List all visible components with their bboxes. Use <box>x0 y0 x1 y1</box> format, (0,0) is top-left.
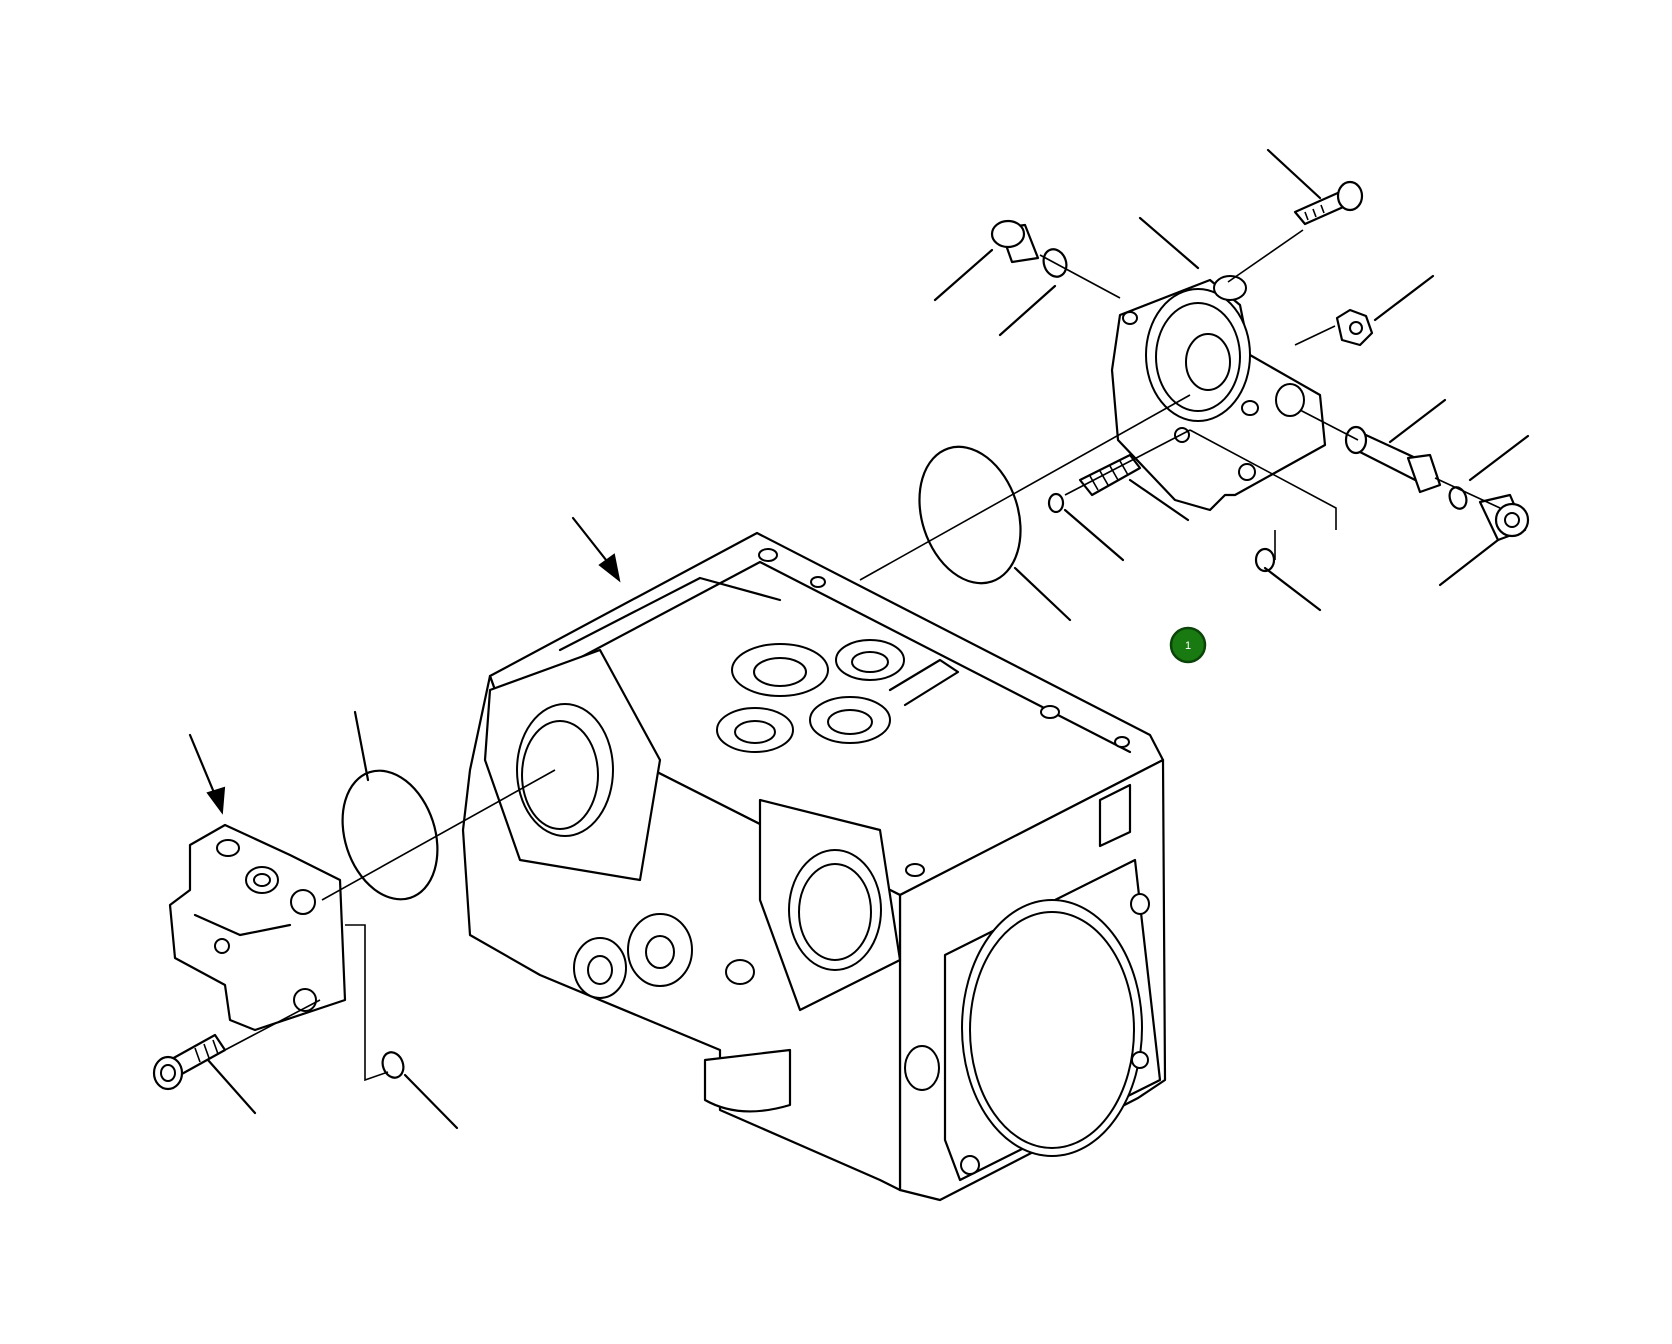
top-port-cluster <box>716 639 960 753</box>
arrows <box>188 516 621 815</box>
callout-marker-1[interactable]: 1 <box>1169 626 1207 664</box>
leader-lines <box>206 148 1530 1130</box>
callout-label: 1 <box>1185 640 1191 652</box>
arrow-head-left <box>206 786 226 815</box>
assembly-lines <box>224 229 1501 1082</box>
nut <box>1335 308 1374 347</box>
stud <box>1078 453 1142 497</box>
arrow-head-top <box>598 553 621 583</box>
lower-bosses <box>573 913 755 999</box>
fasteners <box>152 180 1530 1091</box>
long-bolt-right <box>1344 425 1442 494</box>
right-flange <box>904 858 1162 1182</box>
plug-top-left <box>990 219 1040 264</box>
left-valve-block <box>168 823 347 1032</box>
plug-right <box>1478 493 1530 542</box>
left-bore <box>483 648 662 882</box>
large-o-ring-left <box>341 769 439 901</box>
large-o-ring-top <box>918 445 1022 585</box>
middle-bore <box>758 798 902 1012</box>
bolt-top-right <box>1293 180 1364 226</box>
callout-circle[interactable] <box>1169 626 1207 664</box>
bolt-bottom-left <box>152 1033 227 1091</box>
main-valve-housing <box>461 531 1167 1202</box>
cover-flange <box>1110 275 1327 512</box>
o-rings <box>341 248 1468 1079</box>
